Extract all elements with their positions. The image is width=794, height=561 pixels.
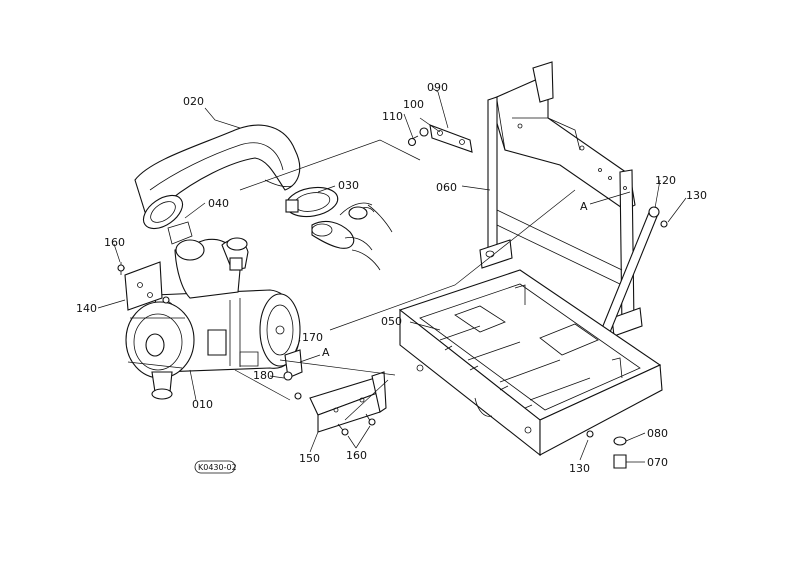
callout-020: 020 [183, 95, 204, 108]
ref-a-frame: A [580, 200, 588, 213]
section-lines [234, 139, 576, 421]
callout-030: 030 [338, 179, 359, 192]
air-cleaner-010 [117, 221, 301, 400]
frame-060 [479, 61, 643, 337]
intake-hose-020 [134, 124, 301, 230]
callout-010: 010 [192, 398, 213, 411]
callout-110: 110 [382, 110, 403, 123]
callout-070: 070 [647, 456, 668, 469]
callout-130-bottom: 130 [569, 462, 590, 475]
bracket-150 [294, 371, 387, 436]
clip-170 [283, 349, 303, 381]
plate-090 [407, 124, 473, 153]
callout-100: 100 [403, 98, 424, 111]
callout-130-top: 130 [686, 189, 707, 202]
callout-120: 120 [655, 174, 676, 187]
callout-140: 140 [76, 302, 97, 315]
callout-180: 180 [253, 369, 274, 382]
washer-080 [613, 436, 627, 446]
callout-170: 170 [302, 331, 323, 344]
callout-160-bottom: 160 [346, 449, 367, 462]
battery-tray-050 [398, 269, 663, 457]
callout-040: 040 [208, 197, 229, 210]
figure-stamp-text: K0430-02 [198, 463, 237, 472]
clamp-030 [285, 186, 393, 271]
ref-a-clip: A [322, 346, 330, 359]
callout-150: 150 [299, 452, 320, 465]
callout-050: 050 [381, 315, 402, 328]
figure-stamp: K0430-02 [194, 460, 237, 474]
callout-labels: 020 030 040 090 100 110 060 120 130 160 … [76, 81, 707, 475]
callout-080: 080 [647, 427, 668, 440]
callout-090: 090 [427, 81, 448, 94]
callout-060: 060 [436, 181, 457, 194]
bolt-070 [613, 454, 627, 469]
leader-lines [97, 87, 687, 463]
callout-160-left: 160 [104, 236, 125, 249]
